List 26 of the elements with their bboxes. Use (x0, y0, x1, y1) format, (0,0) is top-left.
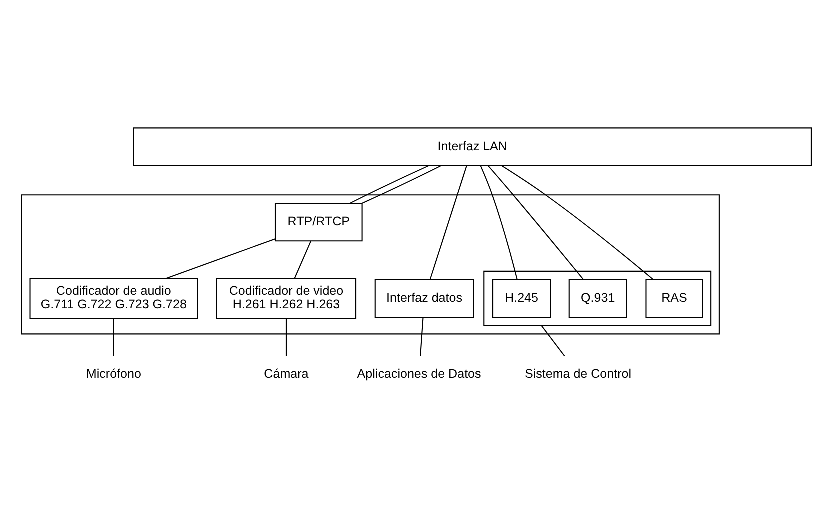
connector (480, 165, 518, 280)
connector (488, 165, 584, 280)
node-text: Sistema de Control (524, 366, 632, 381)
connector (362, 165, 442, 204)
node-text: Micrófono (86, 366, 142, 381)
node-text: Aplicaciones de Datos (357, 366, 482, 381)
connector (166, 238, 276, 279)
node-box: RTP/RTCP (274, 202, 363, 242)
cluster (21, 194, 720, 334)
node-box: Interfaz LAN (133, 127, 812, 166)
connector (286, 318, 287, 356)
node-box: H.245 (492, 278, 552, 318)
node-box: Codificador de audio G.711 G.722 G.723 G.728 (30, 278, 198, 319)
node-box: RAS (646, 278, 704, 318)
connector (502, 165, 654, 280)
connector (350, 164, 430, 204)
node-box: Codificador de video H.261 H.262 H.263 (216, 278, 357, 319)
cluster (484, 270, 712, 326)
node-text: Cámara (264, 366, 309, 381)
node-box: Q.931 (568, 278, 628, 318)
connector (113, 318, 114, 356)
connector (430, 165, 468, 280)
connector (541, 325, 566, 356)
connector (420, 317, 424, 356)
connector (294, 240, 312, 278)
node-box: Interfaz datos (374, 278, 474, 318)
